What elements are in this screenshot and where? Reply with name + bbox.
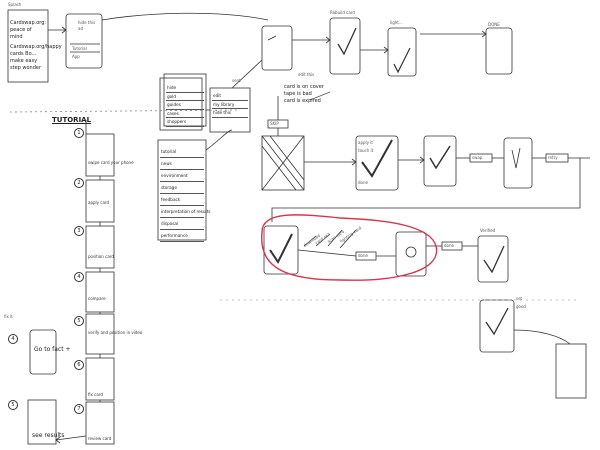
tutorial-step-number: 4 [74,272,84,282]
tutorial-step-number: 3 [74,226,84,236]
stack-a-list: hide gold guides cases shoppers [166,84,204,127]
tutorial-step-caption: position card [88,254,114,259]
flow-step-label: done [358,253,368,258]
phone-inner-text: done [358,180,368,185]
stack-a-item[interactable]: shoppers [166,118,204,127]
tutorial-step-caption: apply card [88,200,110,205]
stack-c-item[interactable]: disposal [160,218,204,230]
phone-inner-text: apply it [358,140,373,145]
stack-a-item[interactable]: cases [166,110,204,118]
tutorial-step-caption: review card [88,436,112,441]
tutorial-heading: TUTORIAL [52,116,92,124]
tutorial-step-caption: fix card [88,392,103,397]
tutorial-step-caption: verify and position in video [88,330,143,335]
box-4-text: Go to fact + [34,346,71,353]
lighter-label: light... [390,20,403,25]
swap-option: tape is bad [284,91,312,97]
stack-c-item[interactable]: performance [160,230,204,242]
tutorial-step-number: 7 [74,404,84,414]
splash-body-line: cards Bo... [10,51,37,57]
side-number-5: 5 [8,400,18,410]
sent-label: sent [232,78,241,83]
splash-phrase-line: Cardswap.org: [10,20,47,26]
menu-phone [65,13,103,69]
stack-b-list: edit my library hide this [212,92,248,118]
tutorial-step-3 [85,225,115,269]
side-flow-text: set [516,296,523,301]
tutorial-step-number: 2 [74,178,84,188]
stack-c-item[interactable]: news [160,158,204,170]
verified-label: Verified [480,228,496,233]
splash-body-line: make easy [10,58,38,64]
stack-c-item[interactable]: feedback [160,194,204,206]
phone-inner-text: touch it [358,148,374,153]
tutorial-step-number: 5 [74,316,84,326]
flow-step-label: done [444,243,454,248]
splash-screen [7,9,49,83]
tutorial-step-caption: compare [88,296,106,301]
splash-phrase-line: mind [10,34,23,40]
swap-option: card is on cover [284,84,324,90]
box-5-text: see results [32,432,65,439]
stack-c-item[interactable]: tutorial [160,146,204,158]
stack-c-list: tutorial news environment storage feedba… [160,146,211,242]
splash-phrase-line: peace of [10,27,32,33]
stack-c-item[interactable]: environment [160,170,204,182]
stack-c-item[interactable]: interpretation of results [160,206,211,218]
stack-b-item[interactable]: edit [212,92,248,101]
rebuild-label: Rebuild card [330,10,355,15]
stack-c-item[interactable]: storage [160,182,204,194]
fix-label: fix it [4,314,13,319]
flow-step-label: retry [548,155,558,160]
tutorial-step-caption: swipe card your phone [88,160,134,165]
confirm-phone [355,135,399,191]
splash-body: Cardswap.org/happy cards Bo... make easy… [10,44,62,72]
splash-label: Splash [8,2,22,7]
stack-b-item[interactable]: my library [212,101,248,109]
highlight-phone-b [395,231,427,277]
side-number-4: 4 [8,334,18,344]
menu-item-tutorial[interactable]: Tutorial [72,46,87,51]
flow-step-label: swap [472,155,483,160]
stack-a-item[interactable]: hide [166,84,204,93]
edit-label: edit this [298,72,315,77]
stack-a-item[interactable]: gold [166,93,204,101]
highlight-loop [261,214,438,281]
done-label: DONE [488,22,500,27]
phone-line: ad [78,26,83,31]
tutorial-step-4 [85,271,115,313]
stack-a [159,77,203,131]
side-flow-text: good [516,304,526,309]
stack-c [157,139,207,241]
tutorial-step-number: 6 [74,360,84,370]
stack-a-item[interactable]: guides [166,101,204,110]
splash-body-line: step wonder [10,65,42,71]
skip-button[interactable]: SKIP [270,121,279,126]
swap-option: card is expired [284,98,321,104]
highlight-phone-a [263,225,299,275]
swap-options: card is on cover tape is bad card is exp… [284,84,324,105]
tutorial-step-number: 1 [74,128,84,138]
tutorial-step-1 [85,133,115,177]
phone-line: hide this [78,20,96,25]
splash-body-line: Cardswap.org/happy [10,44,62,50]
stack-b-item[interactable]: hide this [212,109,248,118]
crossed-phone [261,135,305,191]
splash-phrase: Cardswap.org: peace of mind [10,20,46,41]
menu-item-app[interactable]: App [72,54,80,59]
